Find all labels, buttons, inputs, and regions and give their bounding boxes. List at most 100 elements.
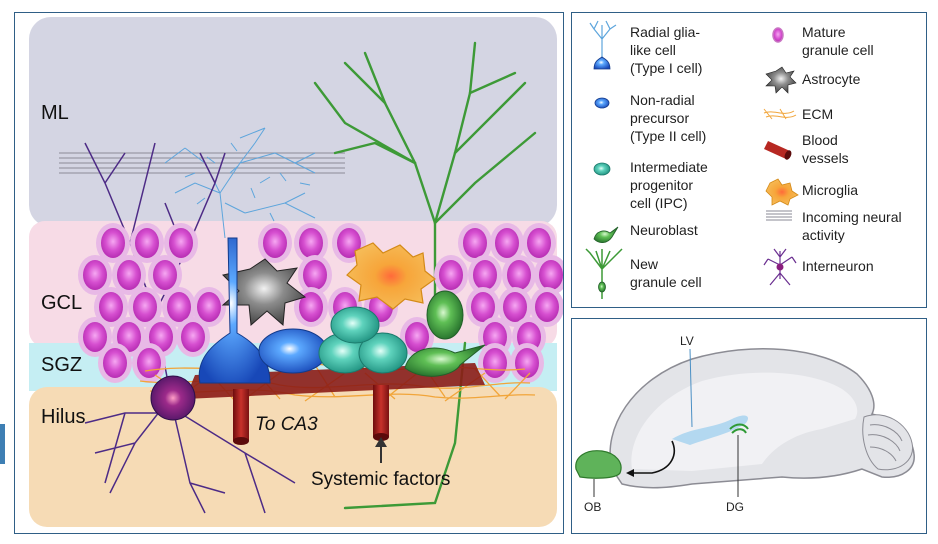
- legend-mature-line-2: granule cell: [802, 42, 874, 58]
- legend-interneuron-text: Interneuron: [802, 258, 874, 274]
- lv-label: LV: [680, 334, 694, 348]
- mature-granule-cell: [83, 260, 107, 290]
- legend-new-granule-line-2: granule cell: [630, 274, 702, 290]
- legend-ipc-line-3: cell (IPC): [630, 195, 688, 211]
- ecm-icon: [763, 108, 797, 120]
- interneuron-soma: [150, 375, 196, 421]
- legend-radial-glia-line-1: Radial glia-: [630, 24, 700, 40]
- mature-granule-cell: [535, 292, 559, 322]
- legend-neural-activity-line-2: activity: [802, 227, 845, 243]
- mature-granule-cell: [507, 260, 531, 290]
- dg-label: DG: [726, 500, 744, 514]
- cerebellum: [862, 414, 914, 471]
- legend-blood-vessels-text: Blood vessels: [802, 132, 849, 166]
- mature-granule-cell: [515, 348, 539, 378]
- legend-ipc-line-2: progenitor: [630, 177, 693, 193]
- niche-diagram: ML GCL SGZ Hilus To CA3 Systemic factors: [29, 17, 563, 527]
- blood-vessel-right: [373, 385, 389, 437]
- mature-granule-cell: [135, 228, 159, 258]
- legend-ipc-text: Intermediate progenitor cell (IPC): [630, 159, 712, 211]
- blood-vessel-icon: [764, 141, 792, 160]
- legend-neuroblast-line-1: Neuroblast: [630, 222, 698, 238]
- sgz-label: SGZ: [41, 354, 82, 376]
- mature-granule-cell: [299, 228, 323, 258]
- microglia-icon: [765, 178, 799, 206]
- systemic-factors-label: Systemic factors: [311, 469, 450, 490]
- legend-radial-glia-line-3: (Type I cell): [630, 60, 702, 76]
- legend-non-radial-line-1: Non-radial: [630, 92, 695, 108]
- dentate-gyrus: [729, 423, 749, 434]
- legend-radial-glia-text: Radial glia- like cell (Type I cell): [630, 24, 704, 76]
- legend-new-granule-text: New granule cell: [630, 256, 702, 290]
- mature-granule-cell: [463, 228, 487, 258]
- mature-granule-cell: [495, 228, 519, 258]
- mature-granule-cell: [483, 348, 507, 378]
- systemic-factors-arrowhead: [375, 437, 387, 447]
- legend-radial-glia-line-2: like cell: [630, 42, 676, 58]
- rostral-migratory-arrow: [632, 440, 676, 474]
- new-granule-cell: [426, 290, 464, 340]
- mature-granule-cells: [78, 223, 563, 383]
- legend-panel: Radial glia- like cell (Type I cell) Non…: [571, 12, 927, 308]
- legend-interneuron-line-1: Interneuron: [802, 258, 874, 274]
- legend-astrocyte-line-1: Astrocyte: [802, 71, 861, 87]
- mature-granule-cell: [197, 292, 221, 322]
- side-marker: [0, 424, 5, 464]
- legend-ecm-line-1: ECM: [802, 106, 833, 122]
- legend-blood-line-2: vessels: [802, 150, 849, 166]
- legend-non-radial-precursor-text: Non-radial precursor (Type II cell): [630, 92, 706, 144]
- horizontal-blood-vessel: [185, 363, 485, 399]
- mature-granule-cell: [101, 228, 125, 258]
- mature-granule-cell: [303, 260, 327, 290]
- blood-vessel-left-end: [233, 437, 249, 445]
- niche-diagram-panel: ML GCL SGZ Hilus To CA3 Systemic factors: [14, 12, 564, 534]
- intermediate-progenitor-cells: [318, 306, 408, 374]
- legend-neural-activity-text: Incoming neural activity: [802, 209, 906, 243]
- mature-granule-cell: [83, 322, 107, 352]
- mature-granule-cell: [263, 228, 287, 258]
- mature-granule-cell: [117, 260, 141, 290]
- neuroblast: [404, 344, 486, 377]
- to-ca3-label: To CA3: [255, 414, 318, 435]
- astrocyte-icon: [765, 66, 797, 94]
- new-granule-cell-dendrites: [313, 41, 537, 510]
- ipc-icon: [593, 162, 611, 176]
- mature-granule-cell: [137, 348, 161, 378]
- legend-ipc-line-1: Intermediate: [630, 159, 708, 175]
- mature-granule-cell: [99, 292, 123, 322]
- brain-sagittal-panel: LV OB DG: [571, 318, 927, 534]
- new-granule-cell-icon: [585, 248, 623, 299]
- blood-vessel-left: [233, 389, 249, 441]
- mature-granule-cell: [503, 292, 527, 322]
- mature-granule-cell: [539, 260, 563, 290]
- legend-microglia-line-1: Microglia: [802, 182, 858, 198]
- gcl-label: GCL: [41, 292, 82, 314]
- mature-granule-cell: [117, 322, 141, 352]
- neuroblast-icon: [593, 226, 619, 243]
- mature-granule-cell: [473, 260, 497, 290]
- mature-granule-cell-icon: [772, 27, 784, 43]
- legend: Radial glia- like cell (Type I cell) Non…: [585, 20, 906, 299]
- lv-leader: [689, 348, 693, 428]
- non-radial-precursor-icon: [594, 97, 610, 109]
- hilus-label: Hilus: [41, 406, 85, 428]
- mature-granule-cell: [405, 322, 429, 352]
- lateral-ventricle: [672, 415, 749, 445]
- mature-granule-cell: [169, 228, 193, 258]
- mature-granule-cell: [527, 228, 551, 258]
- mature-granule-cell: [181, 322, 205, 352]
- legend-new-granule-line-1: New: [630, 256, 659, 272]
- ob-label: OB: [584, 500, 601, 514]
- ml-layer: [29, 17, 557, 227]
- legend-neuroblast-text: Neuroblast: [630, 222, 698, 238]
- ml-label: ML: [41, 102, 69, 124]
- non-radial-precursor-cell: [258, 328, 328, 374]
- mature-granule-cell: [167, 292, 191, 322]
- radial-glia-processes: [164, 127, 316, 239]
- legend-blood-line-1: Blood: [802, 132, 838, 148]
- mature-granule-cell: [439, 260, 463, 290]
- mature-granule-cell: [471, 292, 495, 322]
- rostral-migratory-arrowhead: [626, 469, 634, 477]
- legend-non-radial-line-2: precursor: [630, 110, 689, 126]
- legend-mature-line-1: Mature: [802, 24, 846, 40]
